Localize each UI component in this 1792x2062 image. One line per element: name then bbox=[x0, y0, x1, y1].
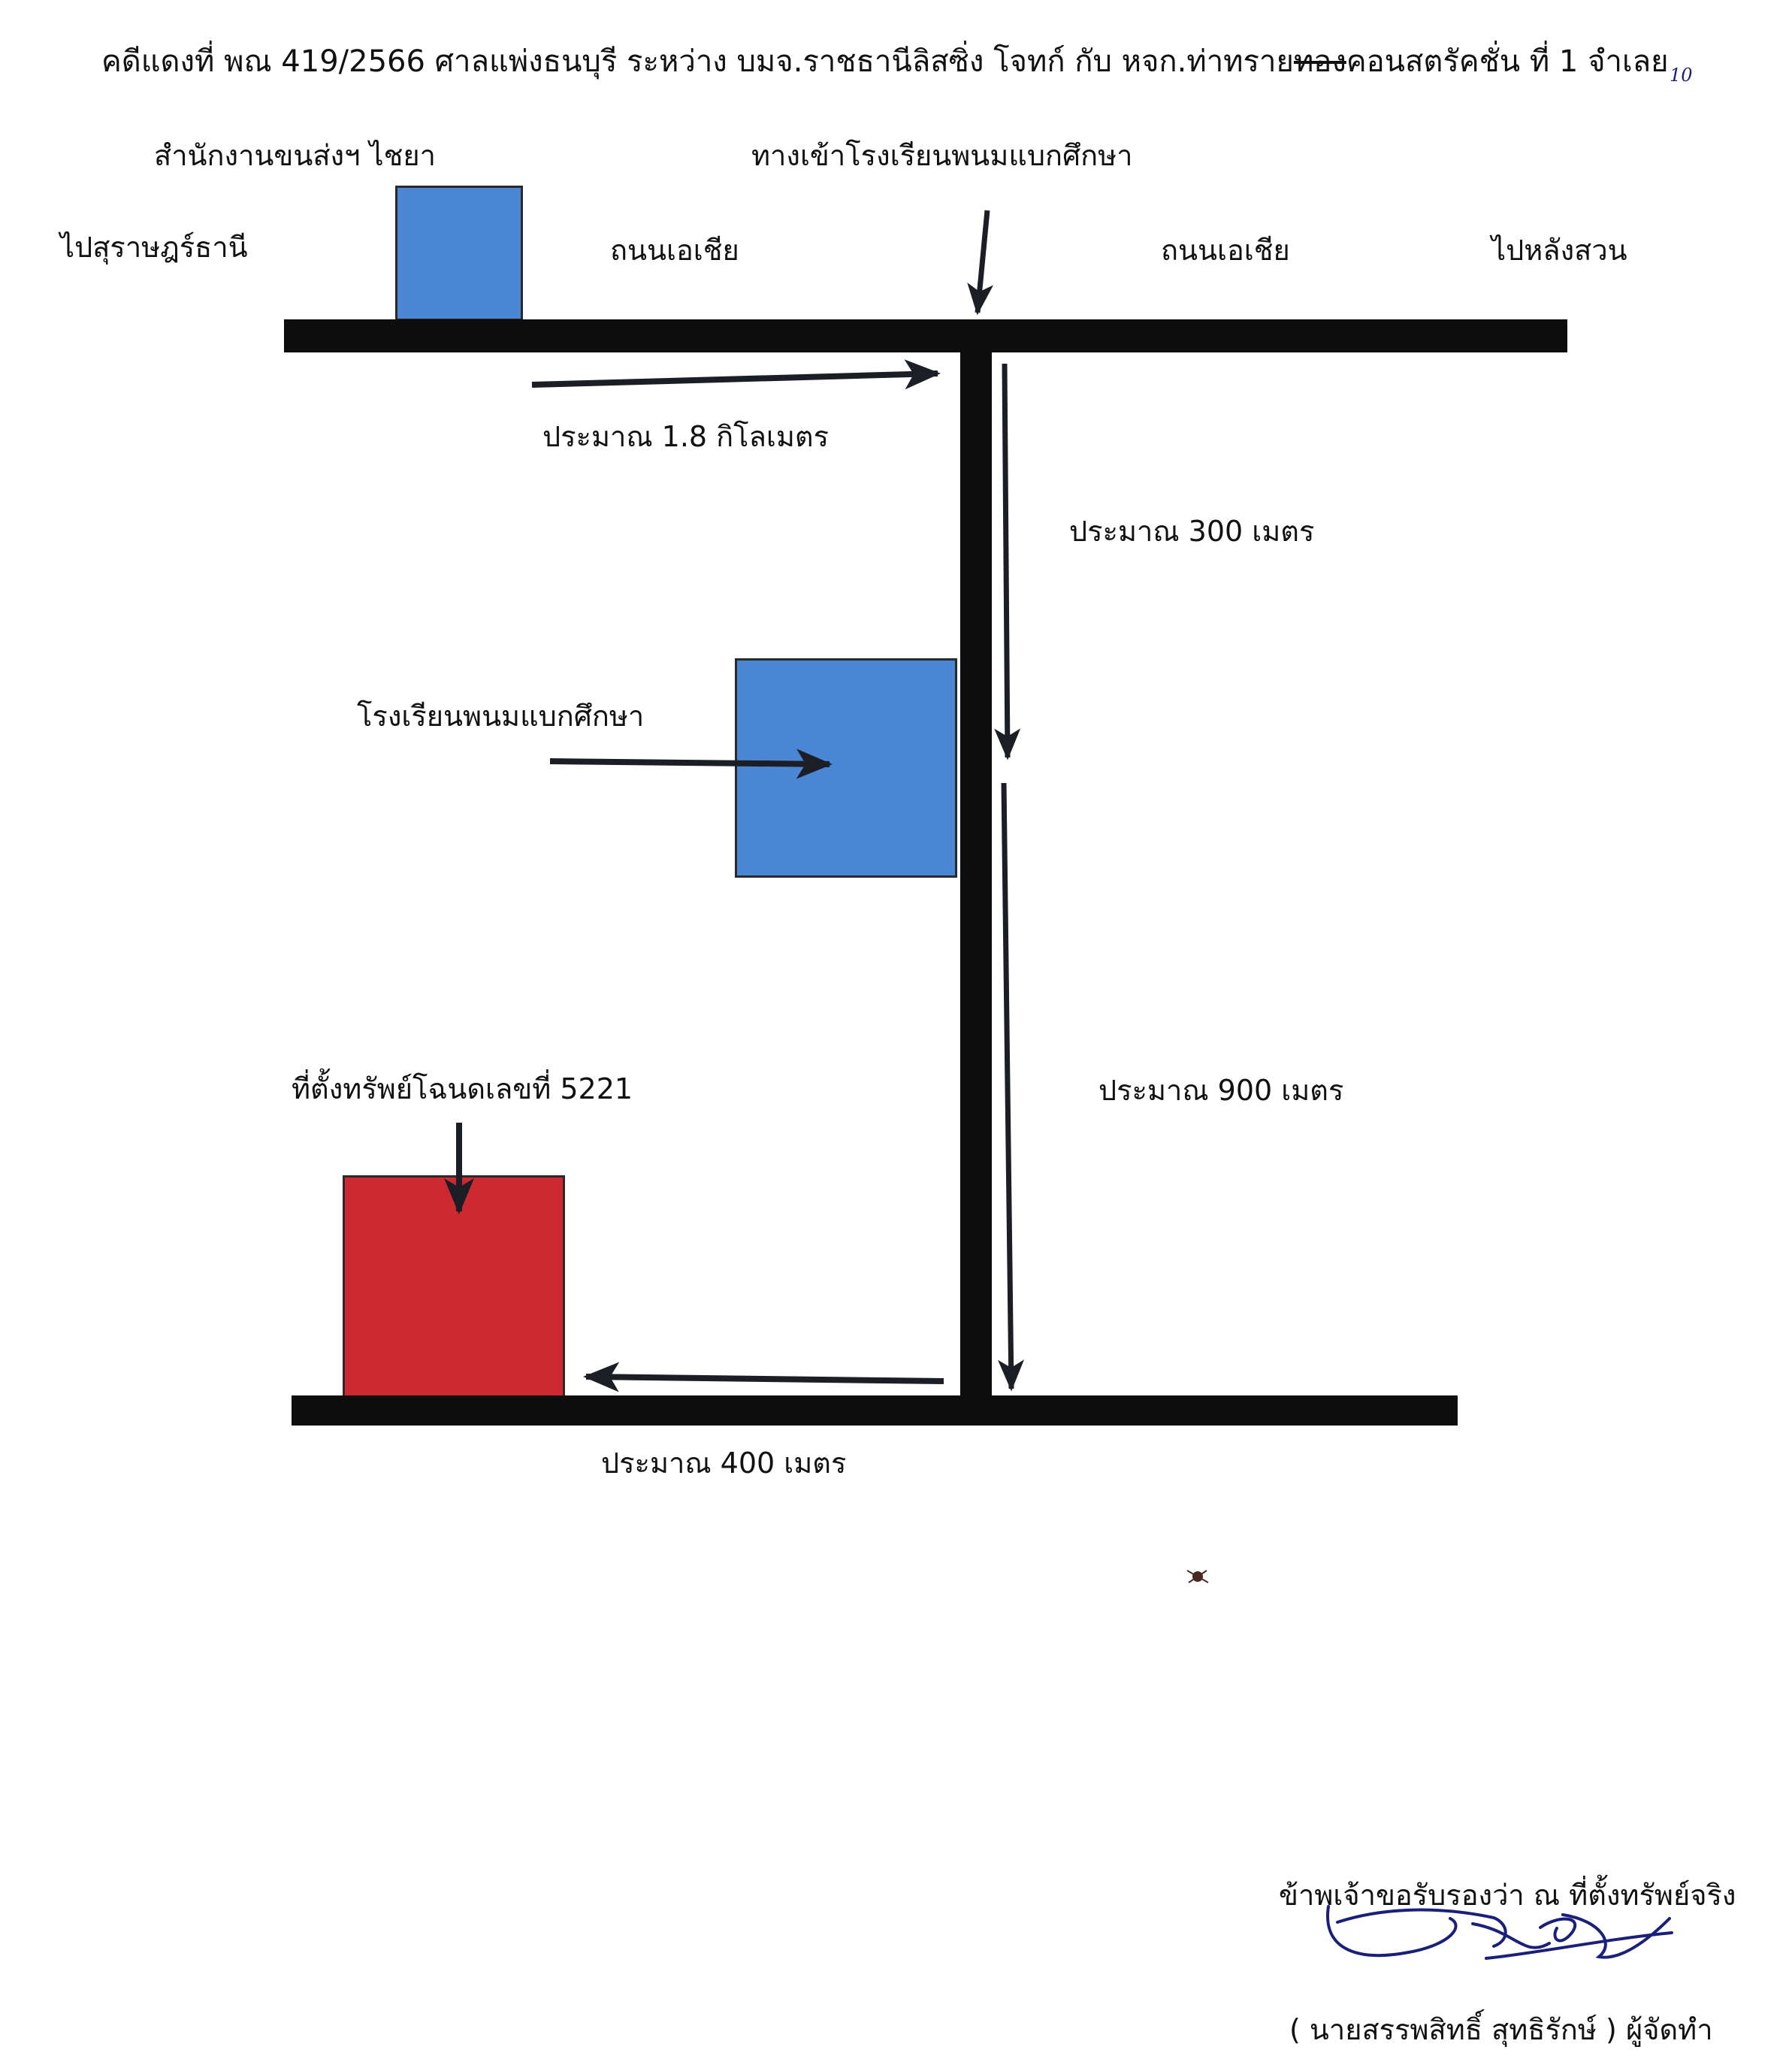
distance-400m-label: ประมาณ 400 เมตร bbox=[601, 1447, 847, 1480]
distance-900m-label: ประมาณ 900 เมตร bbox=[1098, 1074, 1344, 1107]
school-label: โรงเรียนพนมแบกศึกษา bbox=[357, 700, 645, 733]
road-name-right: ถนนเอเชีย bbox=[1161, 234, 1290, 267]
header-struck-text: ทอง bbox=[1293, 44, 1346, 79]
to-langsuan-label: ไปหลังสวน bbox=[1491, 234, 1627, 267]
property-label: ที่ตั้งทรัพย์โฉนดเลขที่ 5221 bbox=[292, 1072, 633, 1105]
header-text-2: คอนสตรัคชั่น ที่ 1 จำเลย bbox=[1346, 44, 1669, 79]
office-label: สำนักงานขนส่งฯ ไชยา bbox=[154, 139, 437, 172]
distance-300m-label: ประมาณ 300 เมตร bbox=[1069, 515, 1315, 548]
signer-name: ( นายสรรพสิทธิ์ สุทธิรักษ์ ) ผู้จัดทำ bbox=[1289, 2013, 1713, 2046]
school-entrance-label: ทางเข้าโรงเรียนพนมแบกศึกษา bbox=[751, 139, 1133, 172]
document-header: คดีแดงที่ พณ 419/2566 ศาลแพ่งธนบุรี ระหว… bbox=[101, 47, 1669, 77]
arrow-to-school bbox=[549, 748, 833, 779]
property-box bbox=[343, 1175, 565, 1399]
lower-road bbox=[292, 1395, 1458, 1426]
to-surat-label: ไปสุราษฎร์ธานี bbox=[60, 231, 248, 264]
road-name-left: ถนนเอเชีย bbox=[610, 234, 739, 267]
arrow-school-entrance bbox=[967, 210, 994, 316]
arrow-along-asia-road bbox=[531, 359, 941, 390]
arrow-400m-left bbox=[583, 1362, 944, 1392]
office-box bbox=[395, 186, 523, 321]
page-mark: 10 bbox=[1670, 65, 1693, 86]
school-box bbox=[735, 658, 957, 878]
certification-statement: ข้าพเจ้าขอรับรองว่า ณ ที่ตั้งทรัพย์จริง bbox=[1279, 1879, 1736, 1912]
school-access-road bbox=[960, 337, 992, 1416]
dark-speck bbox=[1186, 1570, 1209, 1583]
arrow-300m-down bbox=[994, 363, 1021, 760]
distance-1-8km-label: ประมาณ 1.8 กิโลเมตร bbox=[542, 420, 830, 453]
arrow-900m-down bbox=[998, 782, 1025, 1392]
header-text-1: คดีแดงที่ พณ 419/2566 ศาลแพ่งธนบุรี ระหว… bbox=[101, 44, 1294, 79]
asia-road bbox=[284, 319, 1567, 352]
